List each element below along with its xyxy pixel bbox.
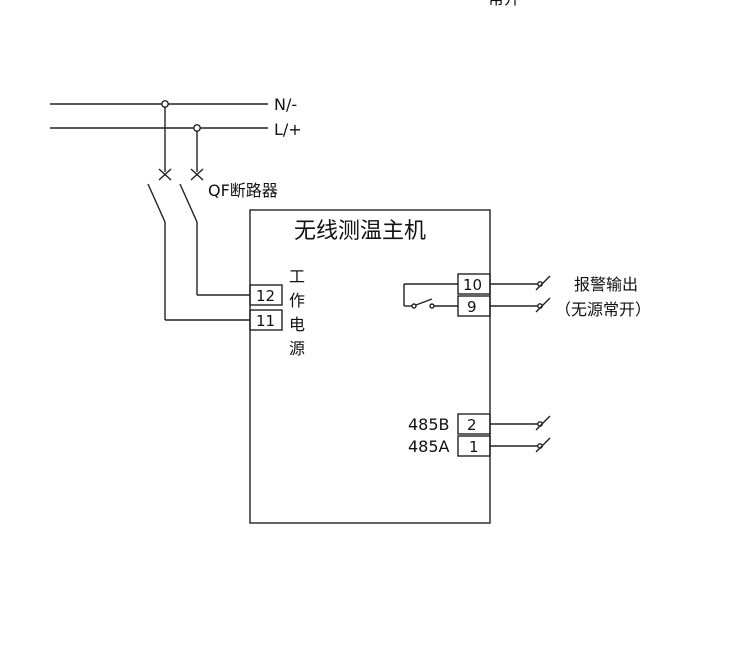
power-label-char-3: 电 [289,315,305,334]
terminal-11-box [249,309,283,331]
live-label: L/+ [274,120,302,139]
top-cut-label: 常开 [488,0,520,8]
breaker-pole-1 [147,107,250,321]
terminal-1-label: 1 [469,438,479,456]
terminal-12-box [249,284,283,306]
power-label-char-2: 作 [289,291,305,310]
terminal-12-label: 12 [256,287,275,305]
alarm-output-sublabel: （无源常开） [555,300,651,319]
rs485-b-label: 485B [408,415,450,434]
terminal-11-label: 11 [256,312,275,330]
terminal-2-label: 2 [467,416,477,434]
power-label-char-4: 源 [289,339,305,358]
rs485-a-label: 485A [408,437,450,456]
host-title: 无线测温主机 [294,219,426,244]
terminal-10-label: 10 [463,276,482,294]
rs485-output-wires [490,415,551,453]
neutral-label: N/- [274,95,297,114]
alarm-output-label: 报警输出 [574,275,638,294]
power-label-char-1: 工 [289,267,305,286]
live-junction [193,124,201,132]
alarm-output-wires [490,275,551,313]
alarm-relay-contact [403,283,458,309]
host-unit-box [249,209,491,524]
breaker-pole-2 [179,131,250,296]
neutral-junction [161,100,169,108]
terminal-9-label: 9 [467,298,477,316]
breaker-label: QF断路器 [208,181,278,200]
